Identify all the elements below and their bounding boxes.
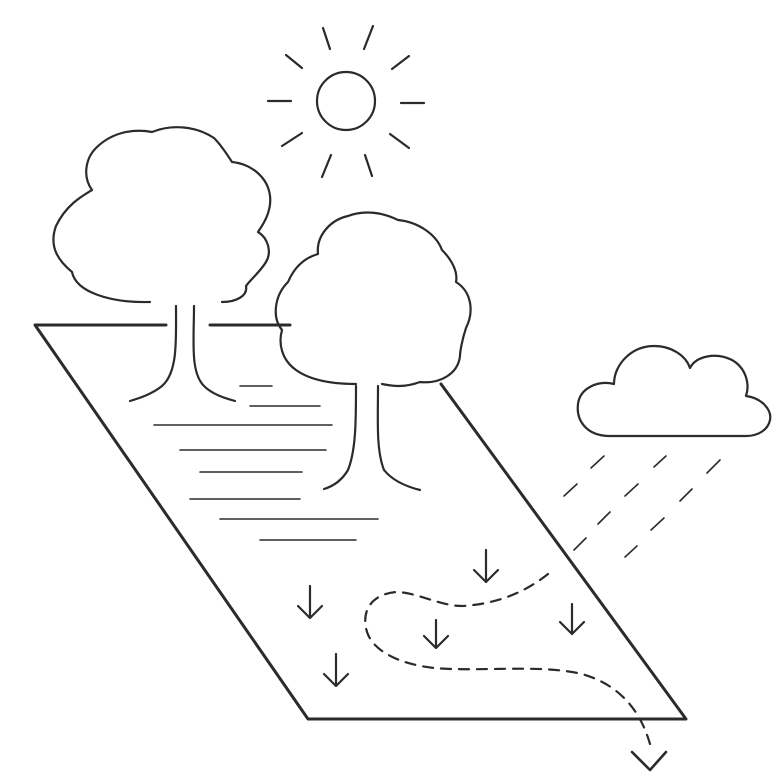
rain-streak-icon — [564, 456, 720, 557]
runoff-path-icon — [365, 574, 666, 770]
large-tree-icon — [53, 127, 270, 401]
sun-icon — [268, 26, 424, 177]
rain-cloud-icon — [578, 346, 771, 436]
small-tree-icon — [276, 213, 471, 490]
infiltration-arrow-icon — [298, 550, 584, 686]
ground-parcel-icon — [35, 325, 686, 719]
ground-hatching — [154, 386, 378, 540]
